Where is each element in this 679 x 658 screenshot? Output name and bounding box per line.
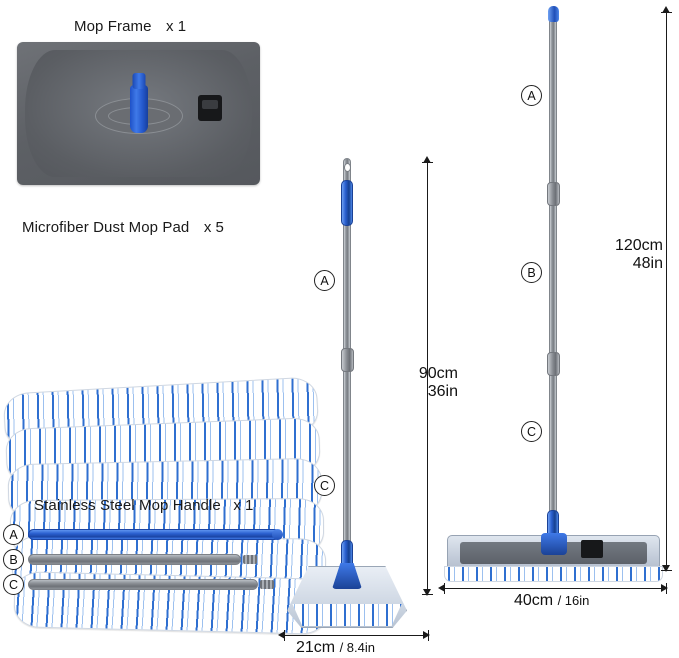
tall-mop-dimension-text: 120cm 48in [601,237,663,274]
handle-label-group: Stainless Steel Mop Handle x 1 [34,497,253,515]
front-mop-joint [341,348,354,372]
front-mop-head-pad [292,604,402,626]
tall-mop-callout-a: A [521,85,542,106]
handle-quantity: x 1 [233,497,254,514]
front-head-width-metric: 21cm [296,639,336,656]
handle-segment-a-marker: A [3,524,24,545]
tall-mop-lower-joint [547,352,560,376]
mop-frame-label: Mop Frame [74,18,152,35]
tall-mop-head-hub [541,533,567,555]
tall-mop-callout-b: B [521,262,542,283]
tall-mop-dimension-tick-bottom [661,570,672,571]
mop-frame-quantity: x 1 [166,18,187,35]
tall-mop-dimension-imperial: 48in [632,255,663,273]
tall-head-width-arrow-left [438,584,445,592]
front-mop-grip [341,180,353,226]
mop-frame-clip [198,94,222,121]
handle-segment-b-thread [243,555,257,564]
front-mop-dimension-line [427,162,428,594]
front-head-width-arrow-left [278,631,285,639]
mop-frame-handle-socket [129,84,148,133]
handle-segment-b-rod [28,554,241,565]
front-mop-callout-c: C [314,475,335,496]
handle-segment-c-marker: C [3,574,24,595]
tall-mop-tip [548,6,559,22]
front-mop-hang-hole [344,163,351,172]
front-head-width-arrow-right [423,631,430,639]
front-head-width-tick-right [428,630,429,641]
front-head-width-line [284,635,428,636]
handle-segment-b-marker: B [3,549,24,570]
tall-mop-head-clip [581,540,603,558]
front-mop-dimension-tick-bottom [422,594,433,595]
front-mop-dimension-tick-top [422,162,433,163]
dust-pad-label: Microfiber Dust Mop Pad [22,219,190,236]
tall-mop-pole [549,12,557,537]
handle-segment-a-cap [272,529,283,540]
front-head-width-tick-left [284,630,285,641]
tall-mop-head-pad [444,566,663,582]
tall-mop-callout-c: C [521,421,542,442]
mop-frame-image [17,42,260,185]
front-head-width-text: 21cm / 8.4in [296,639,375,657]
front-mop-dimension-metric: 90cm [418,365,458,382]
tall-head-width-line [444,588,666,589]
handle-segment-a-rod [28,529,280,540]
tall-mop-upper-joint [547,182,560,206]
front-mop-callout-a: A [314,270,335,291]
dust-pad-quantity: x 5 [203,219,224,236]
tall-mop-dimension-line [666,12,667,570]
tall-head-width-imperial: / 16in [557,593,590,608]
mop-frame-handle-neck [132,73,145,90]
tall-mop-dimension-metric: 120cm [614,237,663,254]
tall-head-width-metric: 40cm [514,592,554,609]
handle-segment-c-thread [260,580,274,589]
mop-frame-label-group: Mop Frame x 1 [74,18,186,36]
tall-head-width-tick-right [666,583,667,594]
front-head-width-imperial: / 8.4in [339,640,375,655]
front-mop-dimension-arrow-top [423,156,431,163]
tall-mop-dimension-arrow-top [662,6,670,13]
tall-head-width-tick-left [444,583,445,594]
tall-mop-dimension-tick-top [661,12,672,13]
handle-segment-c-rod [28,579,258,590]
tall-mop-dimension-arrow-bottom [662,565,670,572]
front-mop-dimension-text: 90cm 36in [398,365,458,402]
dust-pad-label-group: Microfiber Dust Mop Pad x 5 [22,219,224,237]
handle-label: Stainless Steel Mop Handle [34,497,221,514]
tall-head-width-arrow-right [661,584,668,592]
front-mop-dimension-arrow-bottom [423,589,431,596]
tall-head-width-text: 40cm / 16in [514,592,589,610]
front-mop-dimension-imperial: 36in [427,383,458,401]
